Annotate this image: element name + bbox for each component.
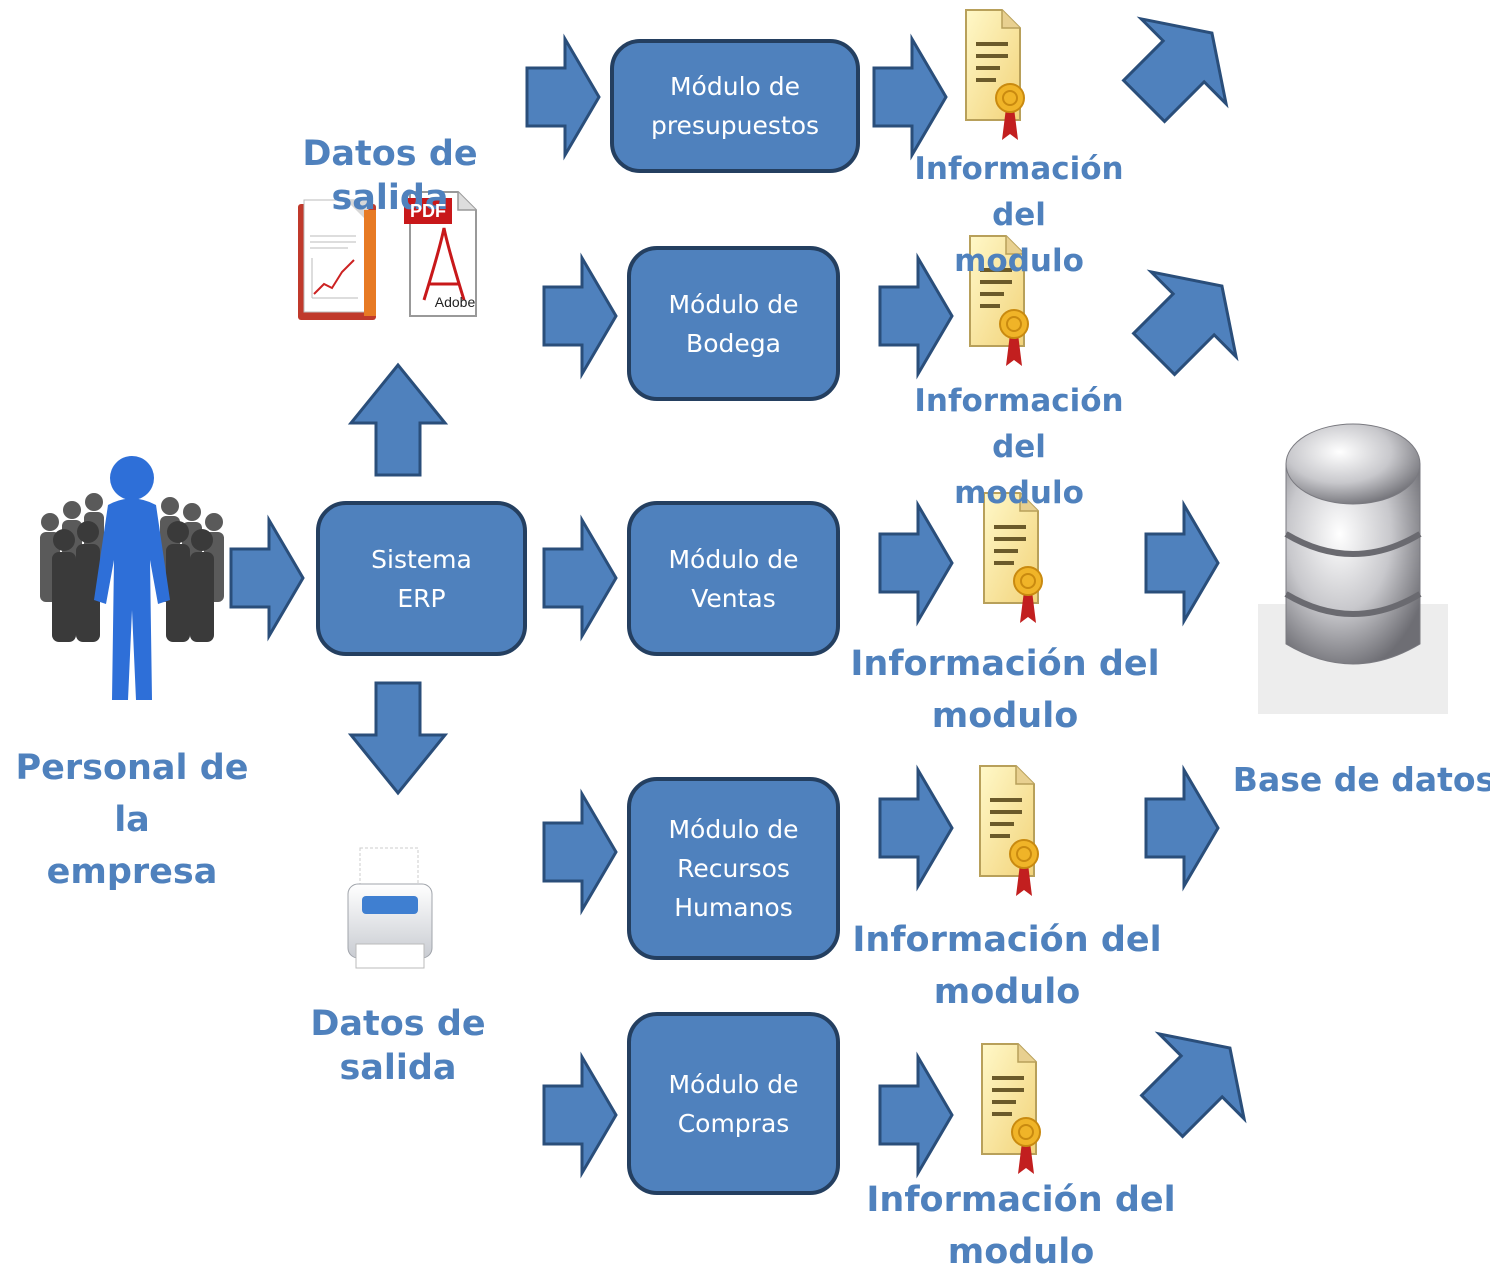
module-label: Módulo de presupuestos [650,72,820,140]
database-label: Base de datos [1232,760,1490,799]
module-label: Módulo de Recursos Humanos [668,815,799,922]
arrow-to-recursos-humanos [542,788,618,916]
arrows-layer [229,16,1247,1179]
arrow-to-ventas [542,514,618,642]
arrow-presupuestos-info-to-db [1121,16,1229,124]
info-label: Información del modulo [852,920,1162,1012]
module-box-compras: Módulo de Compras [627,1012,840,1195]
certificates-layer [965,9,1043,1174]
info-label: Información del modulo [914,151,1124,279]
arrow-presupuestos-to-info [872,33,948,161]
info-label: Información del modulo [866,1180,1176,1272]
info-label: Información del modulo [914,383,1124,511]
people-group-icon [40,456,224,700]
printer-icon [347,847,433,969]
certificate-document-icon [981,1043,1041,1174]
certificate-document-icon [969,235,1029,366]
module-label: Módulo de Ventas [668,544,799,613]
arrow-to-bodega [542,252,618,380]
report-document-icon [298,199,376,320]
arrow-personal-to-erp [229,514,305,642]
database-icon [1258,423,1448,714]
datos-salida-bottom-label: Datos de salida [310,1004,486,1088]
arrow-erp-to-datos-salida-bottom [347,681,449,796]
certificate-document-icon [983,492,1043,623]
personal-label: Personal de la empresa [15,748,249,892]
arrow-recursos-to-info [878,764,954,892]
pdf-document-icon [404,191,477,317]
arrow-compras-info-to-db [1139,1031,1247,1139]
info-label: Información del modulo [850,644,1160,736]
erp-system-label: Sistema ERP [371,544,472,613]
module-box-presupuestos: Módulo de presupuestos [610,39,860,173]
certificate-document-icon [979,765,1039,896]
arrow-to-compras [542,1051,618,1179]
adobe-caption-text: Adobe [434,294,476,310]
arrow-bodega-info-to-db [1131,269,1239,377]
arrow-compras-to-info [878,1051,954,1179]
datos-salida-top-label: Datos de salida [302,134,478,218]
arrow-recursos-info-to-db [1144,764,1220,892]
module-box-bodega: Módulo de Bodega [627,246,840,401]
module-box-recursos-humanos: Módulo de Recursos Humanos [627,777,840,960]
arrow-bodega-to-info [878,252,954,380]
pdf-badge-text: PDF [410,201,446,221]
arrow-erp-to-datos-salida-top [347,362,449,477]
arrow-to-presupuestos [525,33,601,161]
erp-system-box: Sistema ERP [316,501,527,656]
module-label: Módulo de Bodega [668,289,799,358]
certificate-document-icon [965,9,1025,140]
module-label: Módulo de Compras [668,1069,799,1138]
module-box-ventas: Módulo de Ventas [627,501,840,656]
arrow-ventas-info-to-db [1144,499,1220,627]
arrow-ventas-to-info [878,499,954,627]
